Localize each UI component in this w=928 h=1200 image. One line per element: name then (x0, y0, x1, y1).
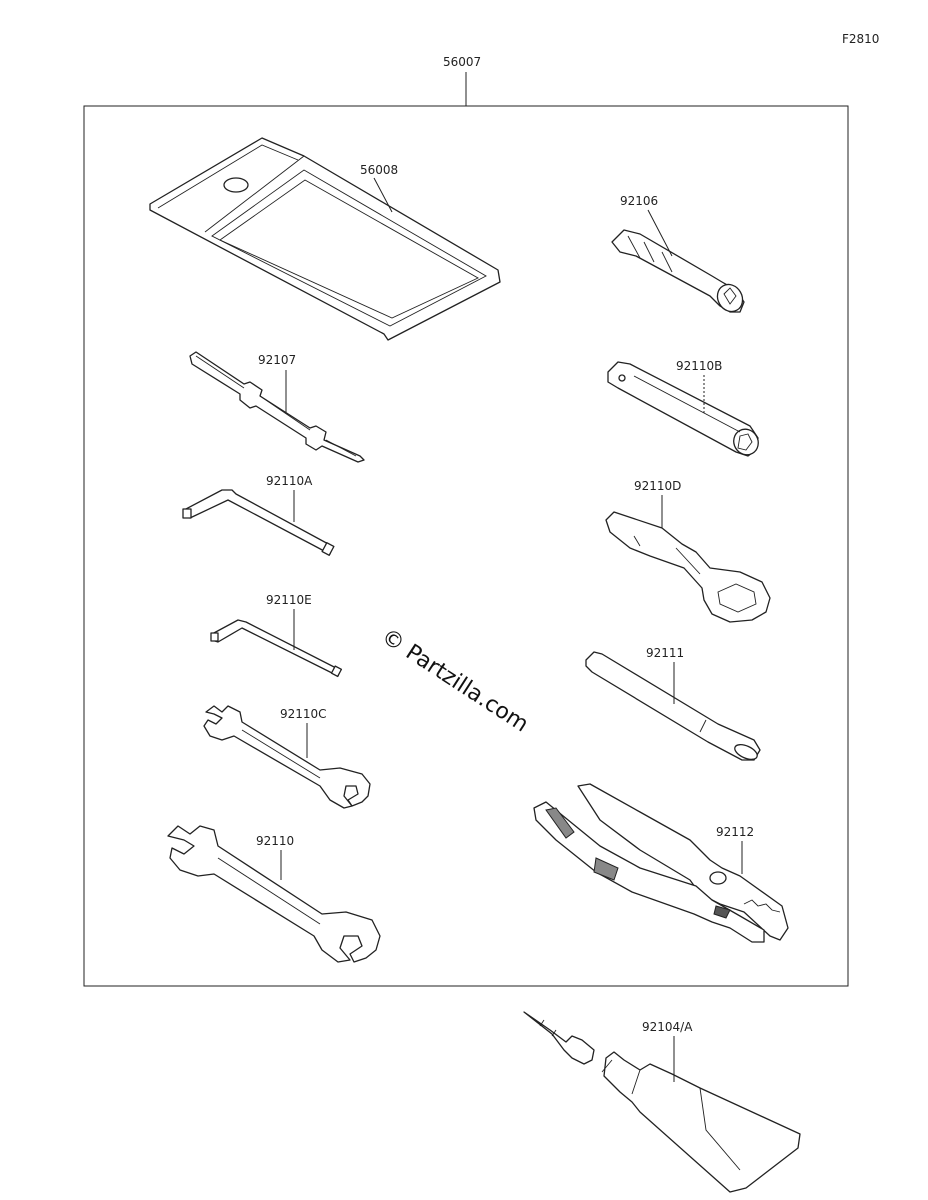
screwdriver-icon (189, 351, 365, 463)
hex-key-icon-small (210, 619, 343, 678)
part-label-92110: 92110 (256, 834, 294, 848)
open-end-wrench-icon (203, 705, 371, 809)
part-label-92112: 92112 (716, 825, 754, 839)
part-label-92110B: 92110B (676, 359, 722, 373)
figure-code: F2810 (842, 32, 879, 46)
part-label-92110E: 92110E (266, 593, 312, 607)
tool-pouch-icon (149, 137, 501, 341)
part-label-92106: 92106 (620, 194, 658, 208)
part-label-92107: 92107 (258, 353, 296, 367)
hex-key-icon (182, 489, 335, 556)
kit-frame (83, 105, 849, 987)
part-label-92111: 92111 (646, 646, 684, 660)
part-label-92110C: 92110C (280, 707, 327, 721)
grease-tube-icon (523, 1011, 801, 1193)
watermark: © Partzilla.com (377, 624, 533, 737)
extension-bar-icon (585, 651, 761, 761)
part-label-92104-A: 92104/A (642, 1020, 693, 1034)
box-wrench-icon (607, 361, 759, 457)
socket-icon (611, 229, 745, 313)
part-label-92110D: 92110D (634, 479, 681, 493)
ring-wrench-icon (605, 511, 771, 623)
open-end-wrench-icon-large (167, 825, 381, 963)
part-label-92110A: 92110A (266, 474, 313, 488)
part-label-56008: 56008 (360, 163, 398, 177)
assembly-part-number: 56007 (443, 55, 481, 69)
pliers-icon (533, 783, 789, 943)
